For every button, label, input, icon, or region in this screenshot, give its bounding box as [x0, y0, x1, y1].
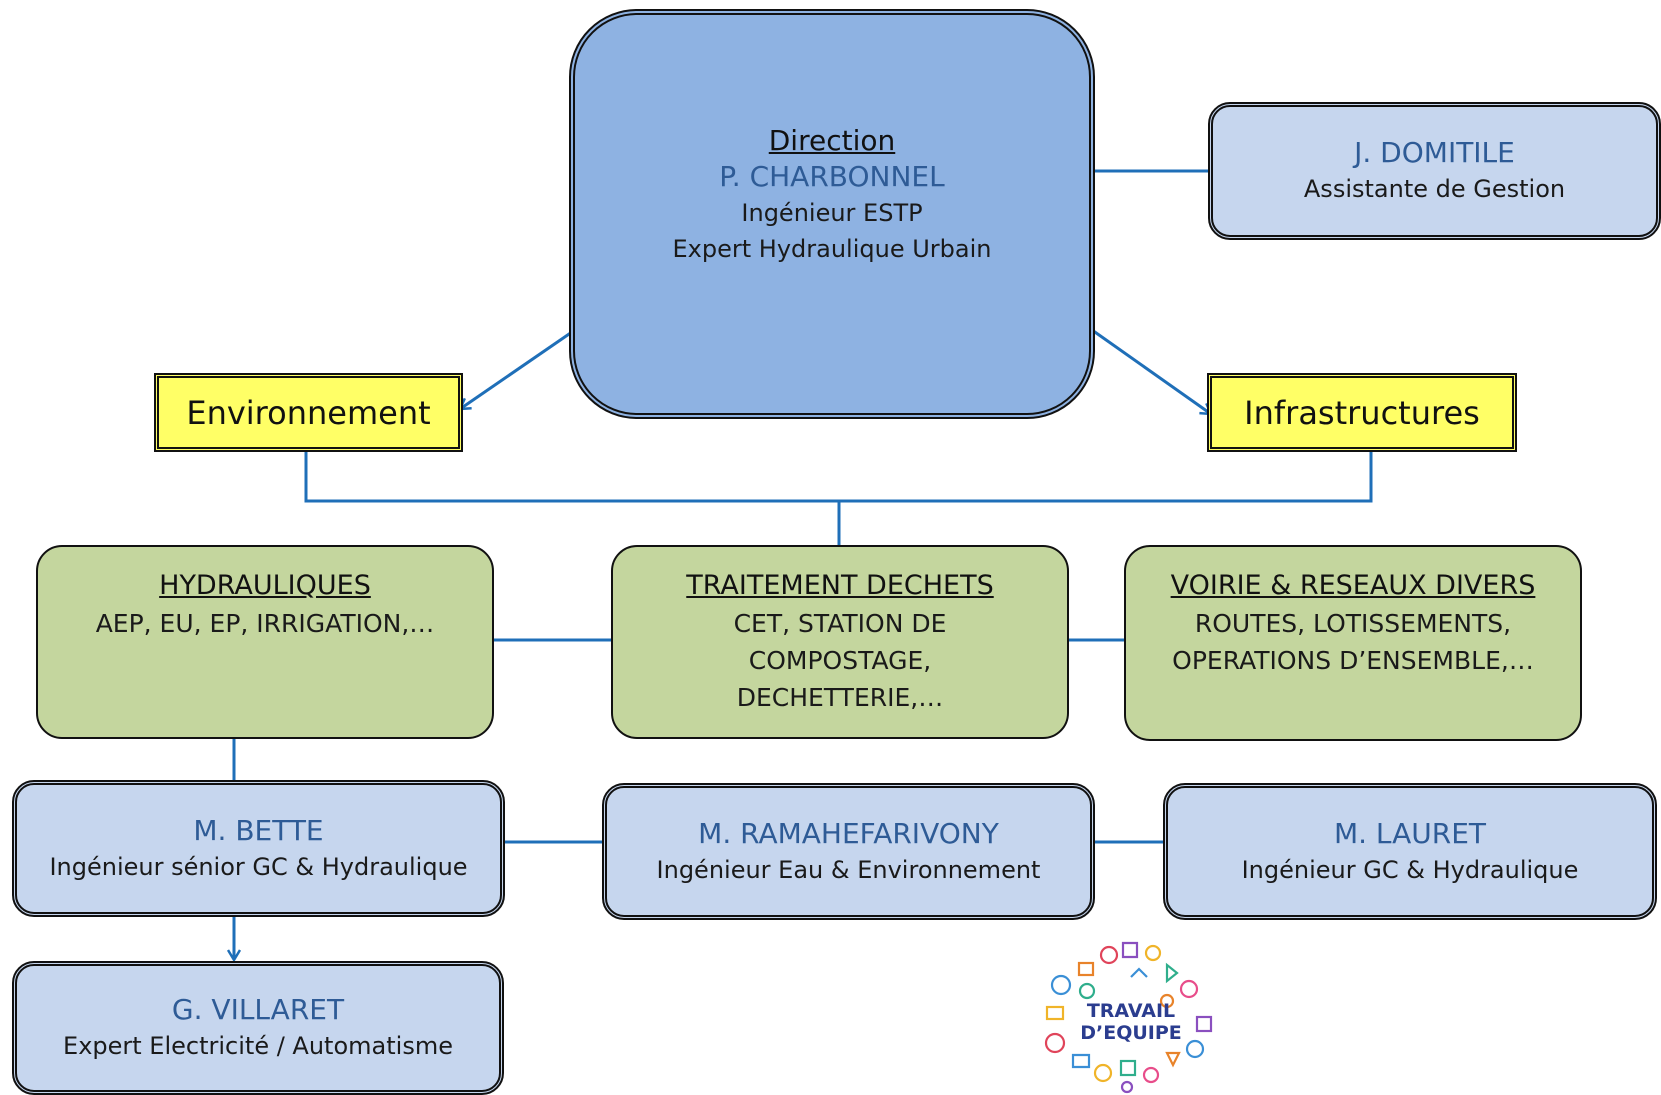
- assistant-name: J. DOMITILE: [1354, 136, 1515, 169]
- director-expertise: Expert Hydraulique Urbain: [672, 235, 992, 263]
- engineer-bette-role: Ingénieur sénior GC & Hydraulique: [49, 852, 468, 881]
- teamwork-icon-cloud: [1044, 941, 1213, 1094]
- domain-waste-text-2: COMPOSTAGE,: [748, 646, 932, 675]
- division-infrastructure-label: Infrastructures: [1244, 393, 1480, 432]
- division-infrastructure: Infrastructures: [1207, 373, 1517, 452]
- engineer-bette-name: M. BETTE: [193, 813, 324, 847]
- domain-hydraulics-text: AEP, EU, EP, IRRIGATION,…: [95, 609, 435, 638]
- direction-box: Direction P. CHARBONNEL Ingénieur ESTP E…: [569, 9, 1095, 419]
- domain-roads: VOIRIE & RESEAUX DIVERS ROUTES, LOTISSEM…: [1124, 545, 1582, 741]
- domain-hydraulics: HYDRAULIQUES AEP, EU, EP, IRRIGATION,…: [36, 545, 494, 739]
- assistant-role: Assistante de Gestion: [1303, 175, 1566, 203]
- domain-roads-heading: VOIRIE & RESEAUX DIVERS: [1170, 570, 1536, 601]
- engineer-bette: M. BETTE Ingénieur sénior GC & Hydrauliq…: [12, 780, 505, 917]
- domain-waste-text-1: CET, STATION DE: [733, 609, 947, 638]
- engineer-ramahefarivony: M. RAMAHEFARIVONY Ingénieur Eau & Enviro…: [602, 783, 1095, 920]
- arrow-direction-infrastructure: [1091, 328, 1211, 414]
- domain-waste: TRAITEMENT DECHETS CET, STATION DE COMPO…: [611, 545, 1069, 739]
- domain-waste-heading: TRAITEMENT DECHETS: [686, 570, 994, 601]
- engineer-villaret-name: G. VILLARET: [171, 993, 345, 1026]
- engineer-ramahefarivony-role: Ingénieur Eau & Environnement: [656, 855, 1041, 884]
- division-environment-label: Environnement: [186, 393, 431, 432]
- teamwork-logo: TRAVAIL D’EQUIPE: [1044, 941, 1213, 1094]
- director-name: P. CHARBONNEL: [719, 160, 945, 193]
- engineer-lauret: M. LAURET Ingénieur GC & Hydraulique: [1163, 783, 1657, 920]
- domain-hydraulics-heading: HYDRAULIQUES: [159, 570, 371, 601]
- division-environment: Environnement: [154, 373, 463, 452]
- arrow-direction-environment: [460, 330, 573, 409]
- domain-waste-text-3: DECHETTERIE,…: [736, 683, 944, 712]
- engineer-villaret: G. VILLARET Expert Electricité / Automat…: [12, 961, 504, 1095]
- teamwork-logo-line1: TRAVAIL: [1087, 1000, 1175, 1022]
- domain-roads-text-1: ROUTES, LOTISSEMENTS,: [1194, 609, 1512, 638]
- engineer-ramahefarivony-name: M. RAMAHEFARIVONY: [698, 816, 999, 850]
- connector-divisions-bus: [304, 450, 1373, 503]
- domain-roads-text-2: OPERATIONS D’ENSEMBLE,…: [1172, 646, 1534, 675]
- engineer-lauret-name: M. LAURET: [1333, 816, 1487, 850]
- direction-heading: Direction: [768, 124, 896, 157]
- director-title: Ingénieur ESTP: [741, 199, 923, 227]
- assistant-box: J. DOMITILE Assistante de Gestion: [1208, 102, 1661, 240]
- engineer-villaret-role: Expert Electricité / Automatisme: [63, 1032, 453, 1060]
- teamwork-logo-line2: D’EQUIPE: [1080, 1022, 1182, 1044]
- engineer-lauret-role: Ingénieur GC & Hydraulique: [1241, 855, 1579, 884]
